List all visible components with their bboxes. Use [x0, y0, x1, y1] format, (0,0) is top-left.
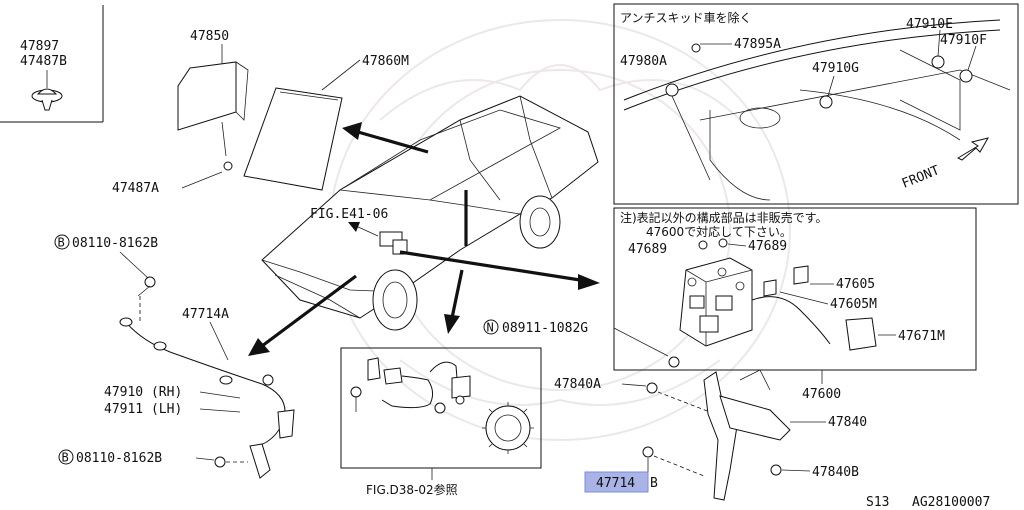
anti-skid-detail: アンチスキッド車を除く 47980A 47895A 47910G 47910E … [620, 10, 1011, 201]
label-47487B: 47487B [20, 54, 67, 69]
code-s13: S13 [866, 495, 889, 510]
sensor-harness: 47714A 47910 (RH) 47911 (LH) [104, 307, 295, 479]
car-body [261, 95, 599, 331]
label-47911: 47911 (LH) [104, 402, 182, 417]
label-47910G: 47910G [812, 61, 859, 76]
label-47895A: 47895A [734, 37, 781, 52]
label-nut: 08911-1082G [502, 321, 588, 336]
label-47605M: 47605M [830, 297, 877, 312]
label-47840A: 47840A [554, 377, 601, 392]
label-47910E: 47910E [906, 17, 953, 32]
label-47714B-suffix: B [650, 476, 658, 491]
bracket-47840: 47840A 47840 47840B [554, 369, 867, 501]
label-47714A: 47714A [182, 307, 229, 322]
part-47714B[interactable]: 47714 B [584, 471, 658, 493]
label-47840: 47840 [828, 415, 867, 430]
label-47689-right: 47689 [748, 239, 787, 254]
highlight-box [584, 471, 649, 493]
panel-47860M: 47860M [243, 54, 409, 191]
label-fig-d38: FIG.D38-02参照 [366, 482, 458, 497]
badge-b-bottom [58, 449, 74, 465]
control-unit-47850: 47850 [177, 29, 249, 171]
badge-n-text: N [487, 321, 494, 335]
label-47850: 47850 [190, 29, 229, 44]
badge-n [483, 319, 499, 335]
abs-actuator-panel: 注)表記以外の構成部品は非販売です。 47600で対応して下さい。 47689 … [620, 210, 945, 351]
label-47910: 47910 (RH) [104, 385, 182, 400]
arrows [248, 122, 600, 356]
label-47840B: 47840B [812, 465, 859, 480]
label-47689-left: 47689 [628, 242, 667, 257]
note-line-1: 注)表記以外の構成部品は非販売です。 [620, 210, 827, 225]
bolt-08110-bottom: B 08110-8162B [58, 449, 248, 468]
note-line-2: 47600で対応して下さい。 [646, 225, 792, 239]
note-anti-skid: アンチスキッド車を除く [620, 10, 752, 25]
label-47671M: 47671M [898, 329, 945, 344]
label-47897: 47897 [20, 39, 59, 54]
label-47487A: 47487A [112, 181, 159, 196]
label-47600: 47600 [802, 387, 841, 402]
label-47980A: 47980A [620, 54, 667, 69]
label-47910F: 47910F [940, 33, 987, 48]
fig-d38-detail [350, 357, 534, 454]
clip-47897: 47897 47487B [20, 39, 67, 111]
watermark-crest [329, 19, 791, 441]
label-front: FRONT [900, 163, 942, 192]
label-47714B-highlighted[interactable]: 47714 [596, 476, 635, 491]
badge-b-top [54, 234, 70, 250]
label-47605: 47605 [836, 277, 875, 292]
label-bolt-top: 08110-8162B [72, 236, 158, 251]
badge-b-bottom-text: B [62, 451, 69, 465]
label-fig-e41: FIG.E41-06 [310, 207, 388, 222]
label-bolt-bottom: 08110-8162B [76, 451, 162, 466]
panel-borders [0, 3, 1019, 469]
code-ag: AG28100007 [912, 495, 990, 510]
nut-08911: N 08911-1082G [483, 319, 680, 368]
bolt-08110-top: B 08110-8162B [54, 234, 158, 324]
label-47860M: 47860M [362, 54, 409, 69]
badge-b-top-text: B [58, 236, 65, 250]
